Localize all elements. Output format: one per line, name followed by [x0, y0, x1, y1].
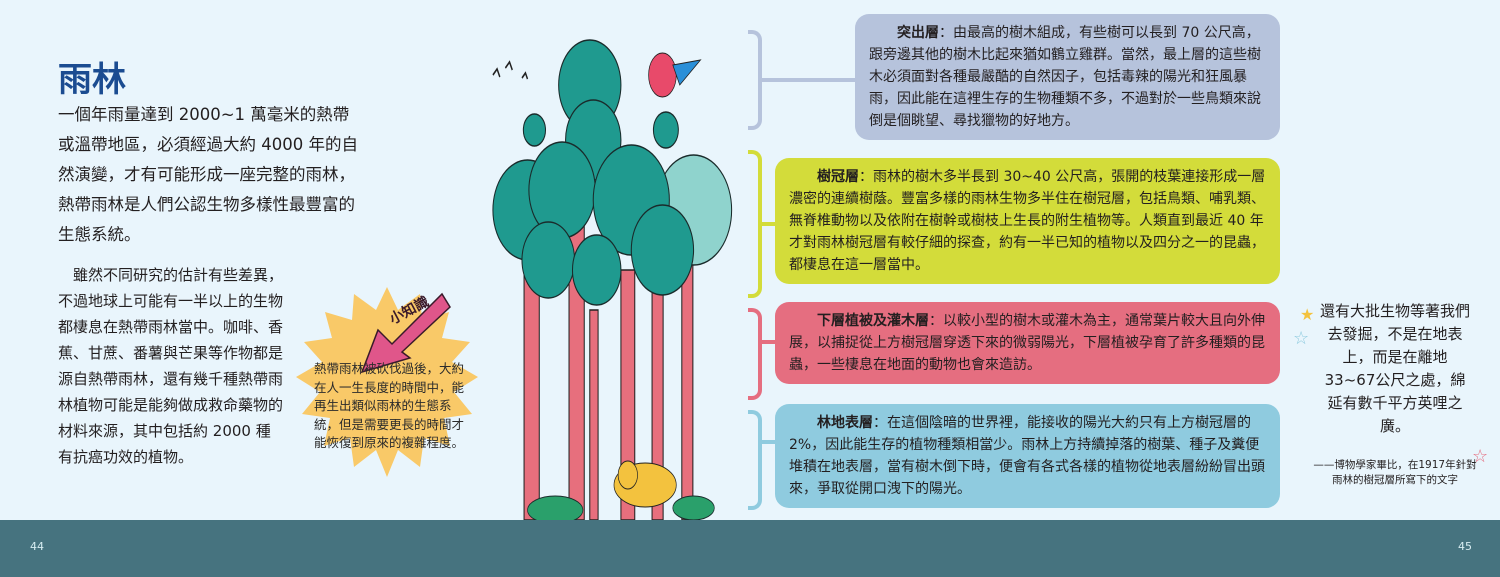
page-number-right: 45 — [1458, 540, 1472, 553]
layer-box-canopy: 樹冠層：雨林的樹木多半長到 30~40 公尺高，張開的枝葉連接形成一層濃密的連續… — [775, 158, 1280, 284]
bottom-band — [0, 520, 1500, 577]
star-outline-icon: ☆ — [1472, 446, 1489, 467]
layer-name: 下層植被及灌木層 — [817, 313, 929, 329]
quote-text: 還有大批生物等著我們去發掘，不是在地表上，而是在離地33~67公尺之處，綿延有數… — [1320, 302, 1471, 435]
bracket-floor — [748, 410, 762, 510]
quote-source: ——博物學家畢比，在1917年針對雨林的樹冠層所寫下的文字 — [1313, 459, 1477, 486]
connector-emergent — [762, 78, 856, 82]
bracket-canopy — [748, 150, 762, 298]
layer-name: 突出層 — [897, 25, 939, 41]
star-outline-icon: ☆ — [1293, 328, 1310, 349]
layer-box-understory: 下層植被及灌木層：以較小型的樹木或灌木為主，通常葉片較大且向外伸展，以捕捉從上方… — [775, 302, 1280, 384]
layer-text: 在這個陰暗的世界裡，能接收的陽光大約只有上方樹冠層的 2%，因此能生存的植物種類… — [789, 415, 1265, 497]
page-number-left: 44 — [30, 540, 44, 553]
layer-text: 由最高的樹木組成，有些樹可以長到 70 公尺高，跟旁邊其他的樹木比起來猶如鶴立雞… — [869, 25, 1261, 129]
connector-floor — [762, 440, 776, 444]
bracket-understory — [748, 308, 762, 400]
page-title: 雨林 — [58, 60, 126, 100]
star-icon: ★ — [1300, 305, 1315, 324]
layer-text: 以較小型的樹木或灌木為主，通常葉片較大且向外伸展，以捕捉從上方樹冠層穿透下來的微… — [789, 313, 1265, 373]
bracket-emergent — [748, 30, 762, 130]
layer-box-forest-floor: 林地表層：在這個陰暗的世界裡，能接收的陽光大約只有上方樹冠層的 2%，因此能生存… — [775, 404, 1280, 508]
connector-understory — [762, 340, 776, 344]
layer-name: 樹冠層 — [817, 169, 859, 185]
connector-canopy — [762, 222, 776, 226]
body-paragraph: 雖然不同研究的估計有些差異，不過地球上可能有一半以上的生物都棲息在熱帶雨林當中。… — [58, 266, 284, 466]
ground-plants — [527, 495, 715, 520]
layer-text: 雨林的樹木多半長到 30~40 公尺高，張開的枝葉連接形成一層濃密的連續樹蔭。豐… — [789, 169, 1266, 273]
layer-box-emergent: 突出層：由最高的樹木組成，有些樹可以長到 70 公尺高，跟旁邊其他的樹木比起來猶… — [855, 14, 1280, 140]
fact-starburst — [296, 287, 478, 477]
fact-text: 熱帶雨林被砍伐過後，大約在人一生長度的時間中，能再生出類似雨林的生態系統，但是需… — [314, 361, 465, 450]
fact-arrow-icon — [360, 292, 451, 374]
intro-paragraph: 一個年雨量達到 2000~1 萬毫米的熱帶或溫帶地區，必須經過大約 4000 年… — [58, 105, 358, 244]
birds-icon — [492, 60, 529, 80]
tree-canopy — [492, 39, 733, 306]
layer-name: 林地表層 — [817, 415, 873, 431]
rainforest-illustration — [492, 39, 733, 520]
parrot-icon — [648, 52, 702, 98]
jaguar-icon — [613, 460, 677, 508]
